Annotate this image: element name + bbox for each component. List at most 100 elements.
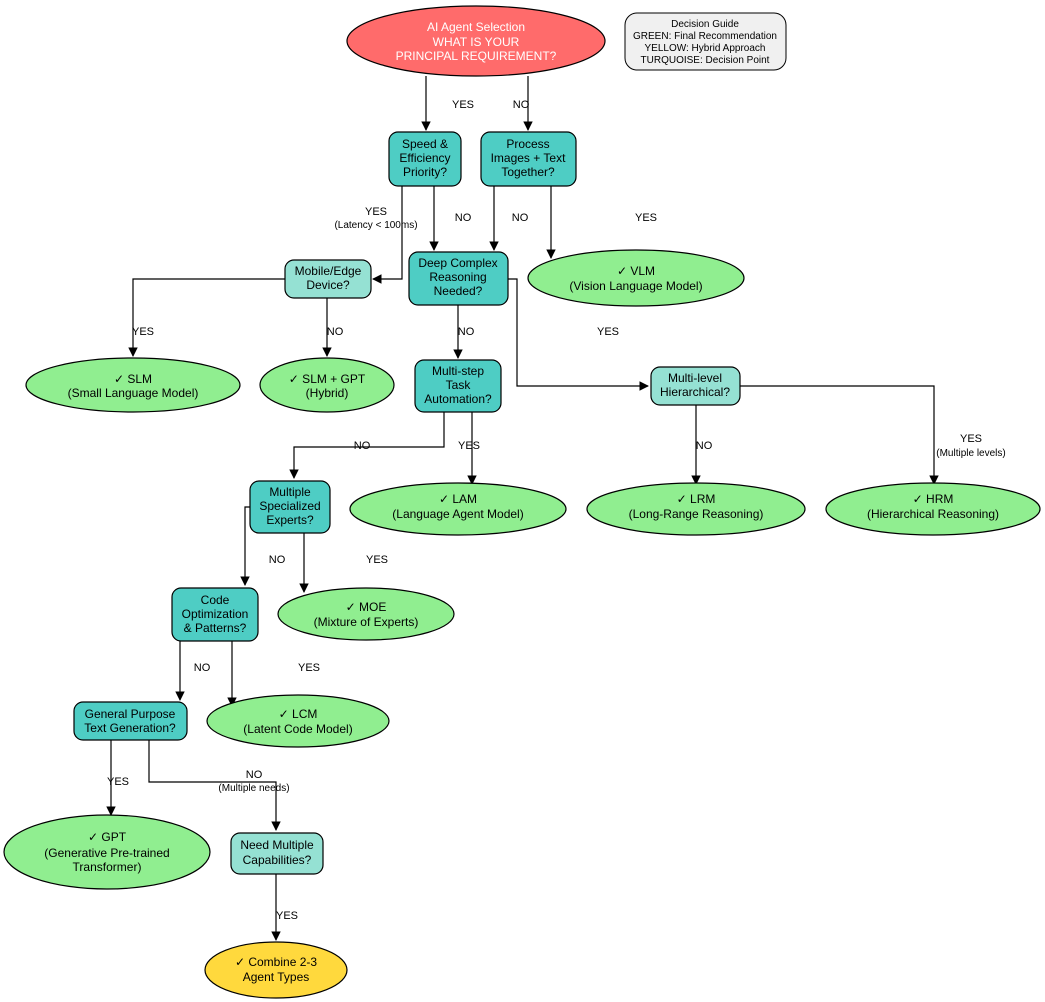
decision-vision-label-2: Images + Text [491,151,566,165]
edge-deep-hier [508,278,649,391]
decision-code-label-1: Code [201,593,230,607]
decision-speed: Speed & Efficiency Priority? [388,131,462,187]
start-ellipse [346,5,606,77]
result-lam-label-2: (Language Agent Model) [392,507,523,521]
result-combine-label-2: Agent Types [243,970,310,984]
result-lam: ✓ LAM (Language Agent Model) [349,482,567,536]
edge-label-experts-yes: YES [366,554,388,566]
decision-vision: Process Images + Text Together? [480,131,577,187]
edge-label-experts-no: NO [269,554,286,566]
result-slm-label-2: (Small Language Model) [68,386,199,400]
result-hrm-shape [825,482,1041,536]
result-lcm-label-1: ✓ LCM [279,707,318,721]
decision-speed-shape [388,131,462,187]
result-hrm-label-2: (Hierarchical Reasoning) [867,507,999,521]
edge-speed-mobile [372,186,403,284]
decision-general-label-1: General Purpose [85,707,176,721]
result-gpt-shape [3,814,211,890]
result-vlm-label-1: ✓ VLM [617,264,655,278]
result-hrm-label-1: ✓ HRM [913,492,954,506]
edge-label-multistep-yes: YES [458,440,480,452]
edge-label-deep-yes: YES [597,326,619,338]
edges [106,76,939,941]
result-slm: ✓ SLM (Small Language Model) [25,357,241,413]
result-combine-shape [204,941,348,999]
result-combine-label-1: ✓ Combine 2-3 [235,955,317,969]
result-gpt-label-2: (Generative Pre-trained [44,846,169,860]
result-lrm-shape [586,482,806,536]
edge-labels: YES NO YES (Latency < 100ms) NO NO YES Y… [107,99,1006,922]
decision-mobile-shape [284,259,372,299]
edge-label-hier-yes: YES [960,433,982,445]
decision-multiple-capabilities-label-1: Need Multiple [240,838,314,852]
result-vlm-label-2: (Vision Language Model) [569,279,702,293]
result-moe: ✓ MOE (Mixture of Experts) [277,587,455,641]
result-lcm: ✓ LCM (Latent Code Model) [206,694,390,748]
decision-multistep-label-3: Automation? [424,392,492,406]
edge-label-hier-yes-note: (Multiple levels) [936,448,1005,459]
edge-label-start-no: NO [513,99,530,111]
decision-multiple-capabilities-shape [230,832,324,875]
decision-vision-label-3: Together? [501,165,555,179]
result-moe-label-1: ✓ MOE [346,600,387,614]
result-slm-gpt: ✓ SLM + GPT (Hybrid) [259,357,395,413]
result-lrm-label-1: ✓ LRM [677,492,716,506]
decision-speed-label-2: Efficiency [399,151,450,165]
result-slm-gpt-label-2: (Hybrid) [306,386,349,400]
edge-label-code-yes: YES [298,662,320,674]
result-hrm: ✓ HRM (Hierarchical Reasoning) [825,482,1041,536]
result-slm-gpt-label-1: ✓ SLM + GPT [289,372,366,386]
edge-label-start-yes: YES [452,99,474,111]
edge-label-general-no-note: (Multiple needs) [218,783,289,794]
decision-multistep: Multi-step Task Automation? [414,359,502,413]
legend-green: GREEN: Final Recommendation [633,31,777,42]
edge-label-multistep-no: NO [354,440,371,452]
edge-hier-hrm [740,385,939,485]
result-gpt-label-3: Transformer) [73,860,142,874]
edge-multistep-experts [289,412,445,479]
edge-label-general-yes: YES [107,776,129,788]
start-question-line2: PRINCIPAL REQUIREMENT? [396,49,557,63]
decision-multistep-label-1: Multi-step [432,364,484,378]
result-lcm-shape [206,694,390,748]
result-lcm-label-2: (Latent Code Model) [243,722,352,736]
decision-code-shape [171,587,259,642]
decision-code-label-3: & Patterns? [184,621,247,635]
decision-experts-label-3: Experts? [266,513,314,527]
decision-multistep-shape [414,359,502,413]
edge-label-code-no: NO [194,662,211,674]
result-combine: ✓ Combine 2-3 Agent Types [204,941,348,999]
edge-label-speed-no: NO [455,212,472,224]
decision-hierarchical: Multi-level Hierarchical? [650,366,741,406]
decision-experts-shape [249,480,331,534]
decision-deep-label-3: Needed? [434,284,483,298]
decision-experts-label-2: Specialized [259,499,320,513]
legend-yellow: YELLOW: Hybrid Approach [645,43,766,54]
result-lam-shape [349,482,567,536]
edge-mobile-slm [128,278,286,357]
result-vlm: ✓ VLM (Vision Language Model) [527,249,745,307]
decision-multistep-label-2: Task [446,378,472,392]
result-moe-shape [277,587,455,641]
decision-vision-label-1: Process [506,137,549,151]
result-gpt: ✓ GPT (Generative Pre-trained Transforme… [3,814,211,890]
decision-deep-label-1: Deep Complex [418,256,497,270]
result-gpt-label-1: ✓ GPT [88,830,127,844]
decision-hierarchical-label-1: Multi-level [668,371,722,385]
start-question-line1: WHAT IS YOUR [433,35,520,49]
result-slm-label-1: ✓ SLM [114,372,152,386]
decision-speed-label-3: Priority? [403,165,447,179]
result-lam-label-1: ✓ LAM [439,492,477,506]
result-slm-gpt-shape [259,357,395,413]
start-node: AI Agent Selection WHAT IS YOUR PRINCIPA… [346,5,606,77]
decision-speed-label-1: Speed & [402,137,448,151]
decision-mobile-label-2: Device? [306,278,350,292]
decision-multiple-capabilities-label-2: Capabilities? [243,853,312,867]
decision-experts: Multiple Specialized Experts? [249,480,331,534]
edge-label-general-no: NO [246,769,263,781]
decision-deep-shape [408,251,509,306]
decision-deep: Deep Complex Reasoning Needed? [408,251,509,306]
decision-mobile-label-1: Mobile/Edge [295,264,362,278]
edge-label-vision-yes: YES [635,212,657,224]
